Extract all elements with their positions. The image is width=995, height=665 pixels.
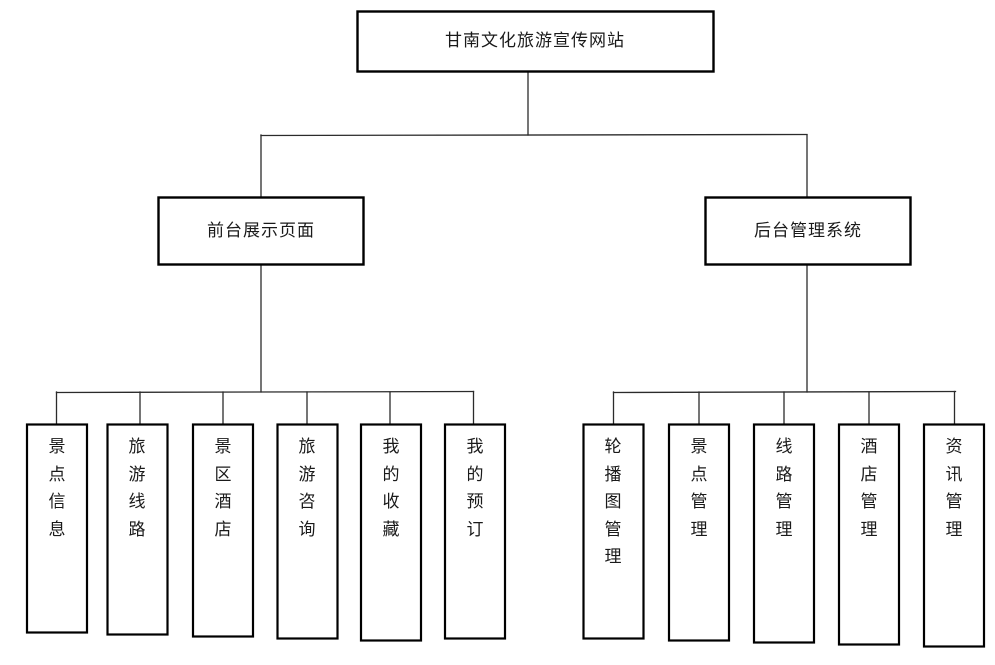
backend-leaf-boxes xyxy=(582,423,986,648)
leaf-box-jiudian-guanli[interactable] xyxy=(837,423,901,646)
leaf-box-zixun-guanli[interactable] xyxy=(922,423,986,648)
frontend-leaf-boxes xyxy=(25,423,507,642)
node-root-box[interactable] xyxy=(356,10,715,73)
leaf-box-jingdian-guanli[interactable] xyxy=(667,423,731,642)
leaf-box-jingqu-jiudian[interactable] xyxy=(191,423,255,638)
connector-level2-bus xyxy=(260,133,808,137)
leaf-box-lvyou-xianlu[interactable] xyxy=(106,423,169,636)
leaf-box-lvyou-zixun[interactable] xyxy=(276,423,339,640)
connector-group xyxy=(55,71,957,425)
leaf-box-xianlu-guanli[interactable] xyxy=(752,423,816,644)
connector-frontend-leaf-bus xyxy=(55,390,475,394)
node-frontend-label: 前台展示页面 xyxy=(207,221,315,241)
node-backend[interactable]: 后台管理系统 xyxy=(704,196,912,266)
node-backend-label: 后台管理系统 xyxy=(754,221,862,241)
node-backend-box[interactable] xyxy=(704,196,912,266)
leaf-box-lunbotu-guanli[interactable] xyxy=(582,423,645,640)
node-root-label: 甘南文化旅游宣传网站 xyxy=(445,31,625,51)
node-root[interactable]: 甘南文化旅游宣传网站 xyxy=(356,10,715,73)
leaf-box-wode-shoucang[interactable] xyxy=(359,423,423,642)
leaf-box-wode-yuding[interactable] xyxy=(443,423,507,640)
leaf-box-jingdian-xinxi[interactable] xyxy=(25,423,89,634)
node-frontend[interactable]: 前台展示页面 xyxy=(157,196,365,266)
node-frontend-box[interactable] xyxy=(157,196,365,266)
